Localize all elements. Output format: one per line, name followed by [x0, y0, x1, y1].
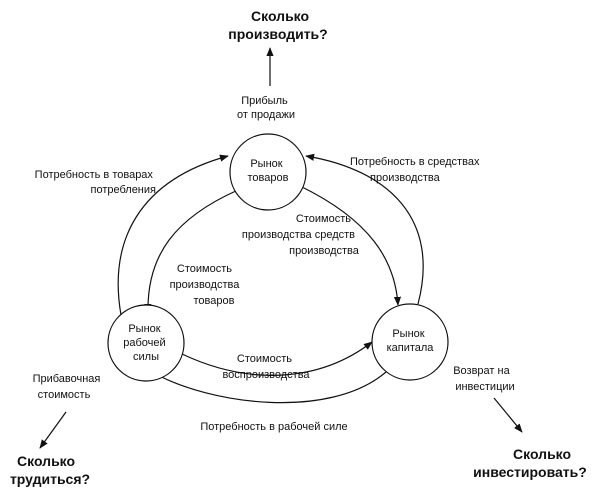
arrow-to-invest	[493, 397, 523, 433]
label-profit: Прибыль от продажи	[237, 95, 295, 121]
arrow-reproduction-cost	[181, 341, 373, 376]
arrow-means-cost	[299, 185, 402, 306]
svg-text:Рынок капитала: Рынок капитала	[387, 328, 435, 354]
label-consumer-need: Потребность в товарах потребления	[35, 169, 156, 196]
node-labor-market: Рынок рабочей силы	[107, 304, 185, 382]
label-means-need: Потребность в средствах производства	[350, 156, 483, 184]
node-capital-market: Рынок капитала	[371, 303, 449, 381]
arrow-to-work	[39, 411, 67, 449]
arrow-goods-cost	[144, 189, 239, 313]
label-labor-need: Потребность в рабочей силе	[200, 421, 347, 433]
question-work: Сколько трудиться?	[10, 453, 90, 487]
svg-text:Рынок рабочей силы: Рынок рабочей силы	[123, 323, 168, 363]
label-investment-return: Возврат на инвестиции	[453, 365, 514, 393]
arrow-means-need	[305, 153, 424, 305]
label-means-cost: Стоимость производства средств производс…	[242, 213, 360, 257]
arrow-consumer-need	[117, 154, 229, 316]
question-invest: Сколько инвестировать?	[473, 446, 587, 480]
question-produce: Сколько производить?	[228, 8, 327, 42]
svg-text:Рынок товаров: Рынок товаров	[248, 158, 289, 184]
arrow-labor-need	[151, 371, 387, 404]
node-goods-market: Рынок товаров	[229, 133, 307, 211]
label-goods-cost: Стоимость производства товаров	[170, 263, 243, 307]
label-reproduction-cost: Стоимость воспроизводства	[222, 353, 310, 381]
label-surplus-value: Прибавочная стоимость	[33, 373, 104, 401]
